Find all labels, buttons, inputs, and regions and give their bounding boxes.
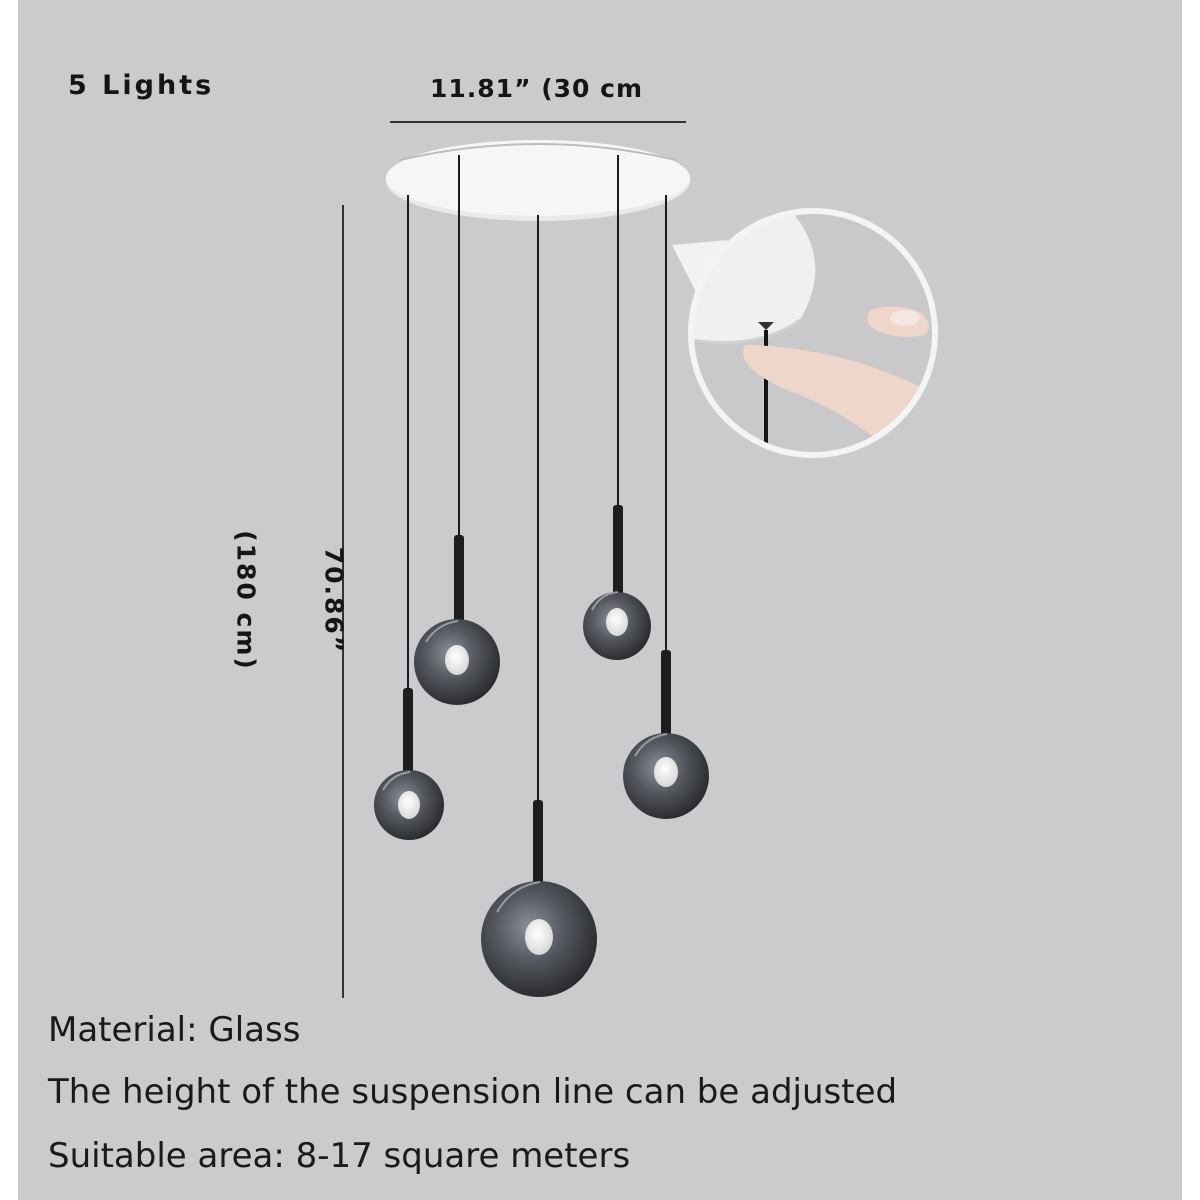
glass-globe: [414, 619, 500, 705]
glass-globe: [623, 733, 709, 819]
ceiling-canopy: [386, 140, 690, 221]
suspension-spec: The height of the suspension line can be…: [48, 1072, 898, 1112]
glass-globe: [481, 881, 597, 997]
area-spec: Suitable area: 8-17 square meters: [48, 1136, 631, 1176]
height-cm-label: (180 cm): [231, 530, 261, 671]
glass-globe: [374, 770, 444, 840]
height-inches-label: 70.86”: [319, 546, 349, 655]
pendant-stems: [403, 505, 671, 905]
cord-adjustment-detail-callout: [672, 208, 938, 458]
material-spec: Material: Glass: [48, 1010, 301, 1050]
canopy-width-label: 11.81” (30 cm: [430, 74, 643, 103]
suspension-height-label: 70.86” (180 cm): [190, 520, 390, 671]
glass-globe: [583, 591, 651, 660]
suspension-cords: [407, 155, 667, 800]
light-count-title: 5 Lights: [68, 70, 215, 101]
